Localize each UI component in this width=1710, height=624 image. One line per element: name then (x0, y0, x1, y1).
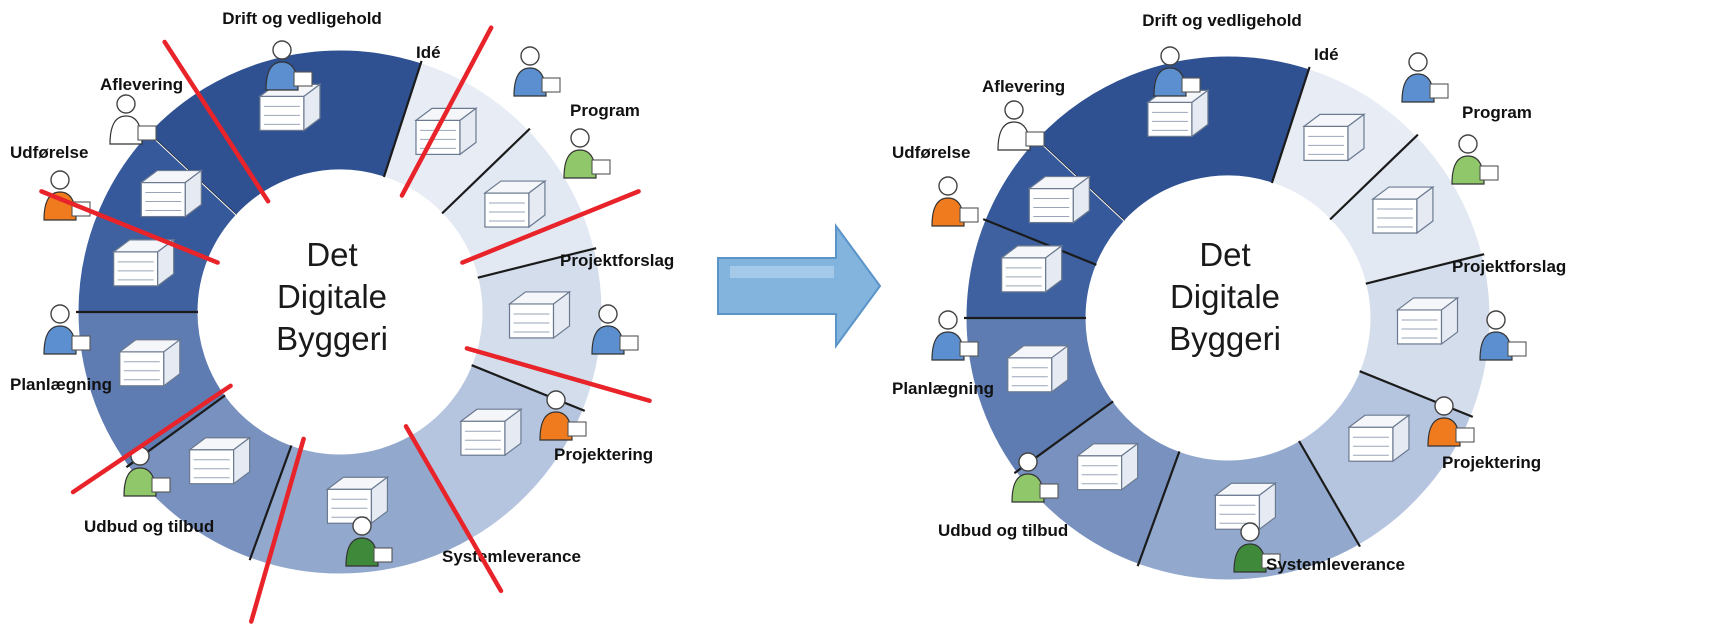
building-illustration (139, 169, 204, 218)
phase-label-udbud-og-tilbud: Udbud og tilbud (938, 521, 1068, 540)
building-illustration (258, 83, 322, 132)
phase-divider (382, 60, 423, 180)
phase-divider (1357, 369, 1474, 418)
strike-line (399, 25, 494, 198)
strike-line (403, 424, 504, 594)
center-title-line1: Det (306, 236, 357, 273)
phase-label-program: Program (570, 101, 640, 120)
center-title-line2: Digitale (1170, 278, 1280, 315)
building-illustration (1005, 344, 1070, 394)
arrow-highlight (730, 266, 834, 278)
building-illustration (1146, 89, 1210, 138)
phase-divider (1363, 253, 1485, 286)
phase-label-program: Program (1462, 103, 1532, 122)
phase-divider (1270, 66, 1311, 186)
phase-divider (1327, 133, 1419, 222)
phase-label-projektforslag: Projektforslag (1452, 257, 1566, 276)
person-icon (109, 94, 157, 145)
person-icon (43, 304, 91, 355)
person-icon (1233, 522, 1281, 573)
illustrations (43, 40, 639, 567)
phase-label-projektering: Projektering (1442, 453, 1541, 472)
building-illustration (1347, 414, 1411, 463)
person-icon (513, 46, 561, 97)
person-icon (1479, 310, 1527, 361)
after-diagram: Det Digitale Byggeri Drift og vedligehol… (892, 11, 1566, 581)
phase-divider (982, 218, 1099, 267)
strike-line (70, 383, 233, 495)
person-icon (931, 310, 979, 361)
strike-line (460, 189, 641, 265)
person-icon (997, 100, 1045, 151)
building-illustration (483, 179, 547, 229)
transition-arrow (717, 222, 882, 350)
person-icon (345, 516, 393, 567)
phase-divider (1136, 449, 1182, 567)
phase-label-udf-relse: Udførelse (892, 143, 970, 162)
center-title: Det Digitale Byggeri (1169, 236, 1281, 357)
building-illustration (1027, 175, 1092, 224)
phase-label-systemleverance: Systemleverance (442, 547, 581, 566)
phase-label-projektforslag: Projektforslag (560, 251, 674, 270)
phase-label-ide: Idé (416, 43, 441, 62)
building-illustration (1371, 185, 1435, 235)
center-title-line3: Byggeri (1169, 320, 1281, 357)
phase-divider (439, 127, 531, 216)
phase-divider (475, 247, 597, 280)
phase-labels: Drift og vedligeholdIdéProgramProjektfor… (892, 11, 1566, 574)
phase-label-planl-gning: Planlægning (10, 375, 112, 394)
building-illustration (1302, 113, 1366, 162)
person-icon (563, 128, 611, 179)
person-icon (1153, 46, 1201, 97)
phase-divider (1297, 438, 1361, 548)
center-disc (1086, 176, 1370, 460)
building-illustration (117, 338, 182, 388)
strike-line (464, 346, 652, 404)
strike-line (162, 39, 271, 204)
phase-label-drift-og-vedligehold: Drift og vedligehold (222, 9, 382, 28)
building-illustration (187, 436, 252, 485)
building-illustration (459, 408, 523, 457)
building-illustration (1213, 482, 1278, 531)
phase-label-planl-gning: Planlægning (892, 379, 994, 398)
phase-label-projektering: Projektering (554, 445, 653, 464)
phase-label-udf-relse: Udførelse (10, 143, 88, 162)
center-title-line3: Byggeri (276, 320, 388, 357)
person-icon (591, 304, 639, 355)
strike-lines (39, 25, 652, 624)
phase-divider (469, 363, 586, 412)
phase-label-ide: Idé (1314, 45, 1339, 64)
phase-label-drift-og-vedligehold: Drift og vedligehold (1142, 11, 1302, 30)
strike-line (39, 189, 220, 265)
person-icon (1427, 396, 1475, 447)
building-illustration (1075, 442, 1140, 491)
center-disc (198, 170, 482, 454)
building-illustration (111, 238, 176, 288)
phase-label-aflevering: Aflevering (982, 77, 1065, 96)
phase-label-systemleverance: Systemleverance (1266, 555, 1405, 574)
phase-label-aflevering: Aflevering (100, 75, 183, 94)
center-title-line2: Digitale (277, 278, 387, 315)
center-title-line1: Det (1199, 236, 1250, 273)
illustrations (931, 46, 1527, 573)
strike-line (248, 436, 306, 624)
building-illustration (999, 244, 1064, 294)
person-icon (931, 176, 979, 227)
building-illustration (507, 290, 572, 340)
building-illustration (325, 476, 390, 525)
person-icon (1451, 134, 1499, 185)
center-title: Det Digitale Byggeri (276, 236, 388, 357)
person-icon (539, 390, 587, 441)
phase-label-udbud-og-tilbud: Udbud og tilbud (84, 517, 214, 536)
phase-divider (248, 443, 294, 561)
person-icon (265, 40, 313, 91)
building-illustration (1395, 296, 1460, 346)
right-arrow-icon (717, 222, 882, 350)
before-diagram: Det Digitale Byggeri Drift og vedligehol… (10, 9, 674, 624)
person-icon (1011, 452, 1059, 503)
person-icon (1401, 52, 1449, 103)
phase-labels: Drift og vedligeholdIdéProgramProjektfor… (10, 9, 674, 566)
